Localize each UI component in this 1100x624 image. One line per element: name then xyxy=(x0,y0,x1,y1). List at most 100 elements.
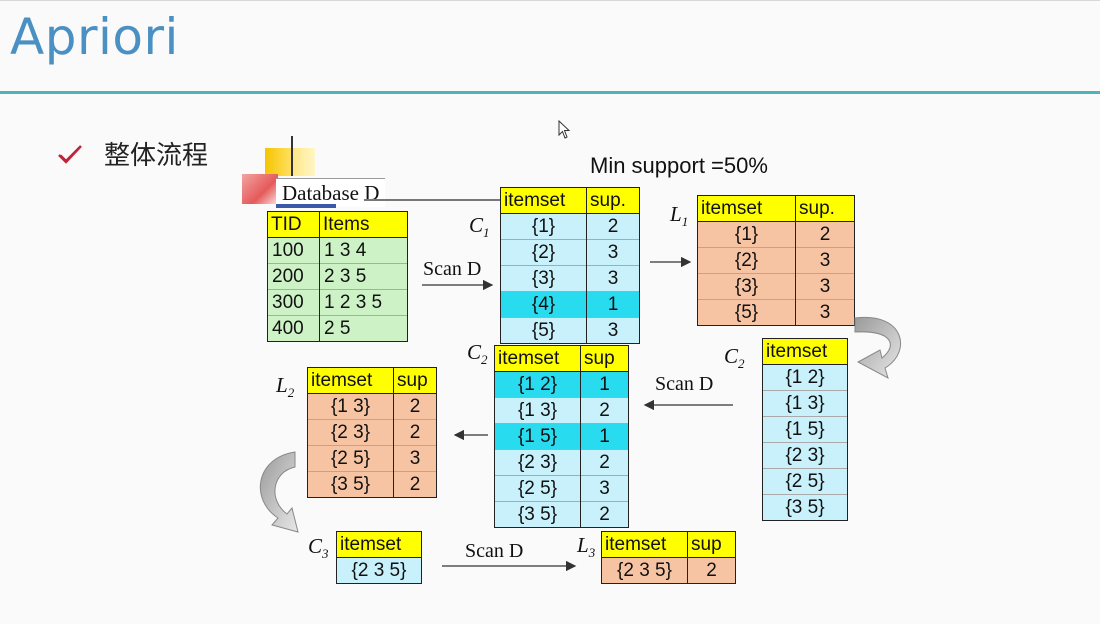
support-cell: 3 xyxy=(586,265,640,292)
curved-arrow-l2-to-c3 xyxy=(259,451,299,533)
table-row: {3 5} xyxy=(762,494,848,521)
itemset-cell: {5} xyxy=(500,317,587,344)
table-row: {2 5}3 xyxy=(307,445,437,472)
table-row: {5}3 xyxy=(697,299,855,326)
table-header-row: itemset sup xyxy=(307,367,437,394)
table-row: {1}2 xyxy=(500,213,640,240)
decoration-red-block xyxy=(242,174,278,204)
column-header: sup xyxy=(393,367,437,394)
items-cell: 1 2 3 5 xyxy=(319,289,408,316)
table-row: {2 3}2 xyxy=(307,419,437,446)
decoration-blue-bar xyxy=(276,204,336,208)
support-cell: 2 xyxy=(393,471,437,498)
c3-label: C3 xyxy=(308,534,329,562)
l2-label: L2 xyxy=(276,373,295,401)
table-row: {1 3}2 xyxy=(494,397,629,424)
table-row: {3 5}2 xyxy=(307,471,437,498)
support-cell: 1 xyxy=(586,291,640,318)
table-row: {2}3 xyxy=(500,239,640,266)
c2-candidates-table: itemset {1 2} {1 3} {1 5} {2 3} {2 5} {3… xyxy=(762,338,848,521)
decoration-yellow-block xyxy=(265,148,291,176)
table-row: {1 3}2 xyxy=(307,393,437,420)
support-cell: 2 xyxy=(393,393,437,420)
c1-label: C1 xyxy=(469,213,490,241)
support-cell: 2 xyxy=(393,419,437,446)
title-divider xyxy=(0,91,1100,94)
support-cell: 3 xyxy=(795,273,855,300)
itemset-cell: {2} xyxy=(697,247,796,274)
support-cell: 3 xyxy=(795,299,855,326)
items-cell: 2 5 xyxy=(319,315,408,342)
l1-label: L1 xyxy=(670,202,689,230)
itemset-cell: {3 5} xyxy=(762,494,848,521)
itemset-cell: {1} xyxy=(500,213,587,240)
l1-table: itemset sup. {1}2 {2}3 {3}3 {5}3 xyxy=(697,195,855,326)
table-row: {3 5}2 xyxy=(494,501,629,528)
itemset-cell: {3} xyxy=(697,273,796,300)
support-cell: 1 xyxy=(580,423,629,450)
itemset-cell: {2 5} xyxy=(762,468,848,495)
l3-label: L3 xyxy=(577,533,596,561)
database-caption: Database D xyxy=(276,178,386,207)
itemset-cell: {1 2} xyxy=(494,371,581,398)
table-row: {3}3 xyxy=(697,273,855,300)
column-header: Items xyxy=(319,211,408,238)
decoration-yellow-fade xyxy=(291,148,315,176)
table-row: {3}3 xyxy=(500,265,640,292)
min-support-label: Min support =50% xyxy=(590,153,768,178)
support-cell: 3 xyxy=(393,445,437,472)
support-cell: 3 xyxy=(795,247,855,274)
support-cell: 2 xyxy=(687,557,736,584)
support-cell: 1 xyxy=(580,371,629,398)
itemset-cell: {1 3} xyxy=(762,390,848,417)
table-header-row: TID Items xyxy=(267,211,408,238)
table-row: {1}2 xyxy=(697,221,855,248)
itemset-cell: {2 5} xyxy=(307,445,394,472)
table-row-pruned: {4}1 xyxy=(500,291,640,318)
tid-cell: 400 xyxy=(267,315,320,342)
column-header: itemset xyxy=(762,338,848,365)
itemset-cell: {5} xyxy=(697,299,796,326)
table-row: {1 5} xyxy=(762,416,848,443)
c1-table: itemset sup. {1}2 {2}3 {3}3 {4}1 {5}3 xyxy=(500,187,640,344)
itemset-cell: {3 5} xyxy=(494,501,581,528)
scan-label: Scan D xyxy=(655,373,714,395)
itemset-cell: {4} xyxy=(500,291,587,318)
tid-cell: 100 xyxy=(267,237,320,264)
table-row: {2 5} xyxy=(762,468,848,495)
table-row: {2 3}2 xyxy=(494,449,629,476)
scan-label: Scan D xyxy=(465,540,524,562)
itemset-cell: {1 5} xyxy=(762,416,848,443)
support-cell: 2 xyxy=(580,449,629,476)
scan-label: Scan D xyxy=(423,258,482,280)
top-border xyxy=(0,0,1100,1)
table-header-row: itemset sup. xyxy=(697,195,855,222)
itemset-cell: {1 5} xyxy=(494,423,581,450)
itemset-cell: {1} xyxy=(697,221,796,248)
itemset-cell: {2 3} xyxy=(762,442,848,469)
c2-label-middle: C2 xyxy=(467,340,488,368)
itemset-cell: {1 3} xyxy=(307,393,394,420)
items-cell: 1 3 4 xyxy=(319,237,408,264)
support-cell: 2 xyxy=(795,221,855,248)
itemset-cell: {3 5} xyxy=(307,471,394,498)
table-header-row: itemset xyxy=(762,338,848,365)
bullet-item: 整体流程 xyxy=(56,135,208,172)
itemset-cell: {1 2} xyxy=(762,364,848,391)
itemset-cell: {2 3 5} xyxy=(336,557,422,584)
column-header: itemset xyxy=(494,345,581,372)
table-row: {1 2} xyxy=(762,364,848,391)
curved-arrow-l1-to-c2 xyxy=(854,316,901,380)
slide-title: Apriori xyxy=(10,8,179,66)
c3-table: itemset {2 3 5} xyxy=(336,531,422,584)
column-header: sup. xyxy=(795,195,855,222)
itemset-cell: {2 3 5} xyxy=(601,557,688,584)
table-row: {2 3 5} xyxy=(336,557,422,584)
itemset-cell: {1 3} xyxy=(494,397,581,424)
itemset-cell: {3} xyxy=(500,265,587,292)
itemset-cell: {2} xyxy=(500,239,587,266)
